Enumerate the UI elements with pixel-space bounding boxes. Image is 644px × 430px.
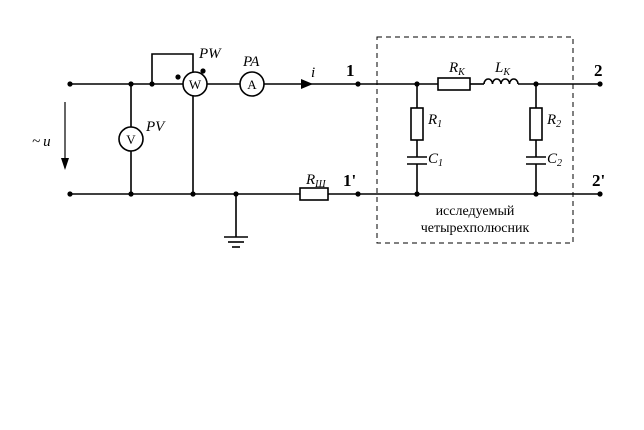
two-port-dashed-box — [376, 36, 574, 244]
r2-label: R2 — [546, 112, 561, 130]
r2-sub: 2 — [556, 119, 561, 130]
rsh-sub: Ш — [314, 179, 326, 190]
box-caption-line2: четырехполюсник — [421, 221, 530, 236]
junction-wattmeter-bottom — [190, 191, 196, 197]
wattmeter-symbol: W — [189, 77, 202, 92]
terminal-2-dot — [597, 81, 603, 87]
c2-label: C2 — [547, 151, 562, 169]
lk-label: LК — [494, 60, 511, 78]
r1-letter: R — [427, 112, 437, 128]
input-terminal-bottom — [67, 191, 73, 197]
wattmeter-name-label: PW — [198, 46, 222, 62]
rsh-letter: R — [305, 172, 315, 188]
r2-letter: R — [546, 112, 556, 128]
source-var: u — [43, 134, 51, 150]
ammeter-symbol: A — [247, 77, 257, 92]
wattmeter-loop — [151, 53, 194, 84]
junction-branch2-bottom — [533, 191, 539, 197]
c1-letter: C — [428, 151, 439, 167]
source-voltage-arrow-icon — [61, 158, 69, 170]
rk-resistor — [437, 77, 471, 91]
lk-sub: К — [502, 67, 511, 78]
current-arrow-icon — [301, 79, 313, 89]
terminal-2p-dot — [597, 191, 603, 197]
r1-label: R1 — [427, 112, 442, 130]
junction-wattmeter-loop — [149, 81, 155, 87]
rk-label: RК — [448, 60, 466, 78]
junction-ground — [233, 191, 239, 197]
wattmeter-voltage-dot — [200, 68, 206, 74]
rsh-label: RШ — [305, 172, 326, 190]
box-caption-line1: исследуемый — [436, 204, 515, 219]
junction-branch2-top — [533, 81, 539, 87]
terminal-1p-dot — [355, 191, 361, 197]
wattmeter-circle — [182, 71, 208, 97]
c1-sub: 1 — [438, 158, 443, 169]
lk-letter: L — [494, 60, 503, 76]
junction-voltmeter-top — [128, 81, 134, 87]
ammeter-name-label: PA — [242, 54, 260, 70]
junction-voltmeter-bottom — [128, 191, 134, 197]
r1-sub: 1 — [437, 119, 442, 130]
lk-inductor — [483, 78, 519, 85]
c2-letter: C — [547, 151, 558, 167]
terminal-2-label: 2 — [594, 61, 603, 80]
voltmeter-circle — [118, 126, 144, 152]
wattmeter-current-dot — [175, 74, 181, 80]
source-label: ~u — [32, 134, 51, 150]
junction-branch1-bottom — [414, 191, 420, 197]
rk-letter: R — [448, 60, 458, 76]
terminal-1p-label: 1' — [343, 171, 356, 190]
ammeter-circle — [239, 71, 265, 97]
terminal-1-label: 1 — [346, 61, 355, 80]
source-tilde: ~ — [32, 134, 40, 150]
voltmeter-symbol: V — [126, 132, 136, 147]
junction-branch1-top — [414, 81, 420, 87]
current-label: i — [311, 65, 315, 81]
rsh-resistor — [299, 187, 329, 201]
terminal-1-dot — [355, 81, 361, 87]
voltmeter-name-label: PV — [145, 119, 166, 135]
r2-resistor — [529, 107, 543, 141]
c1-label: C1 — [428, 151, 443, 169]
terminal-2p-label: 2' — [592, 171, 605, 190]
rk-sub: К — [457, 67, 466, 78]
input-terminal-top — [67, 81, 73, 87]
r1-resistor — [410, 107, 424, 141]
c2-sub: 2 — [557, 158, 562, 169]
